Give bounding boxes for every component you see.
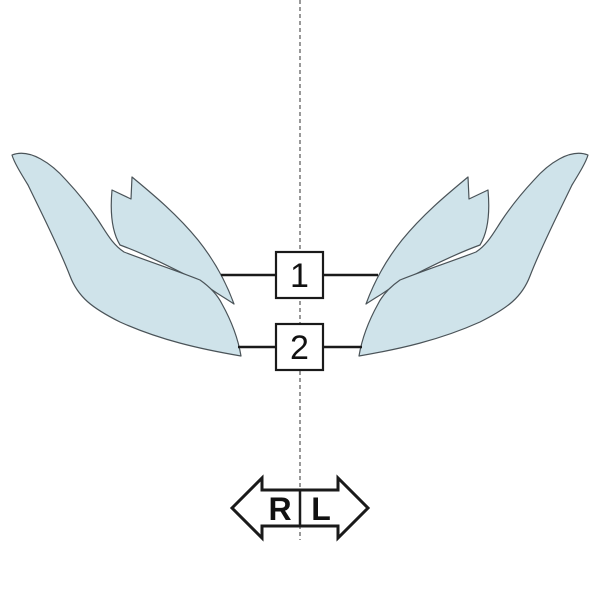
direction-left-label: L	[311, 491, 331, 527]
panel-2-right	[358, 152, 589, 357]
panel-1-left	[110, 176, 235, 305]
label-2-box	[274, 322, 325, 372]
left-panels	[11, 152, 242, 357]
label-2: 2	[274, 322, 325, 372]
label-1: 1	[274, 250, 325, 300]
direction-arrow: R L	[229, 474, 371, 542]
label-2-text: 2	[290, 329, 309, 367]
label-1-box	[274, 250, 325, 300]
right-panels	[358, 152, 589, 357]
panel-2-left	[11, 152, 242, 357]
label-1-text: 1	[290, 257, 309, 295]
direction-right-label: R	[268, 491, 291, 527]
panel-1-right	[365, 176, 490, 305]
